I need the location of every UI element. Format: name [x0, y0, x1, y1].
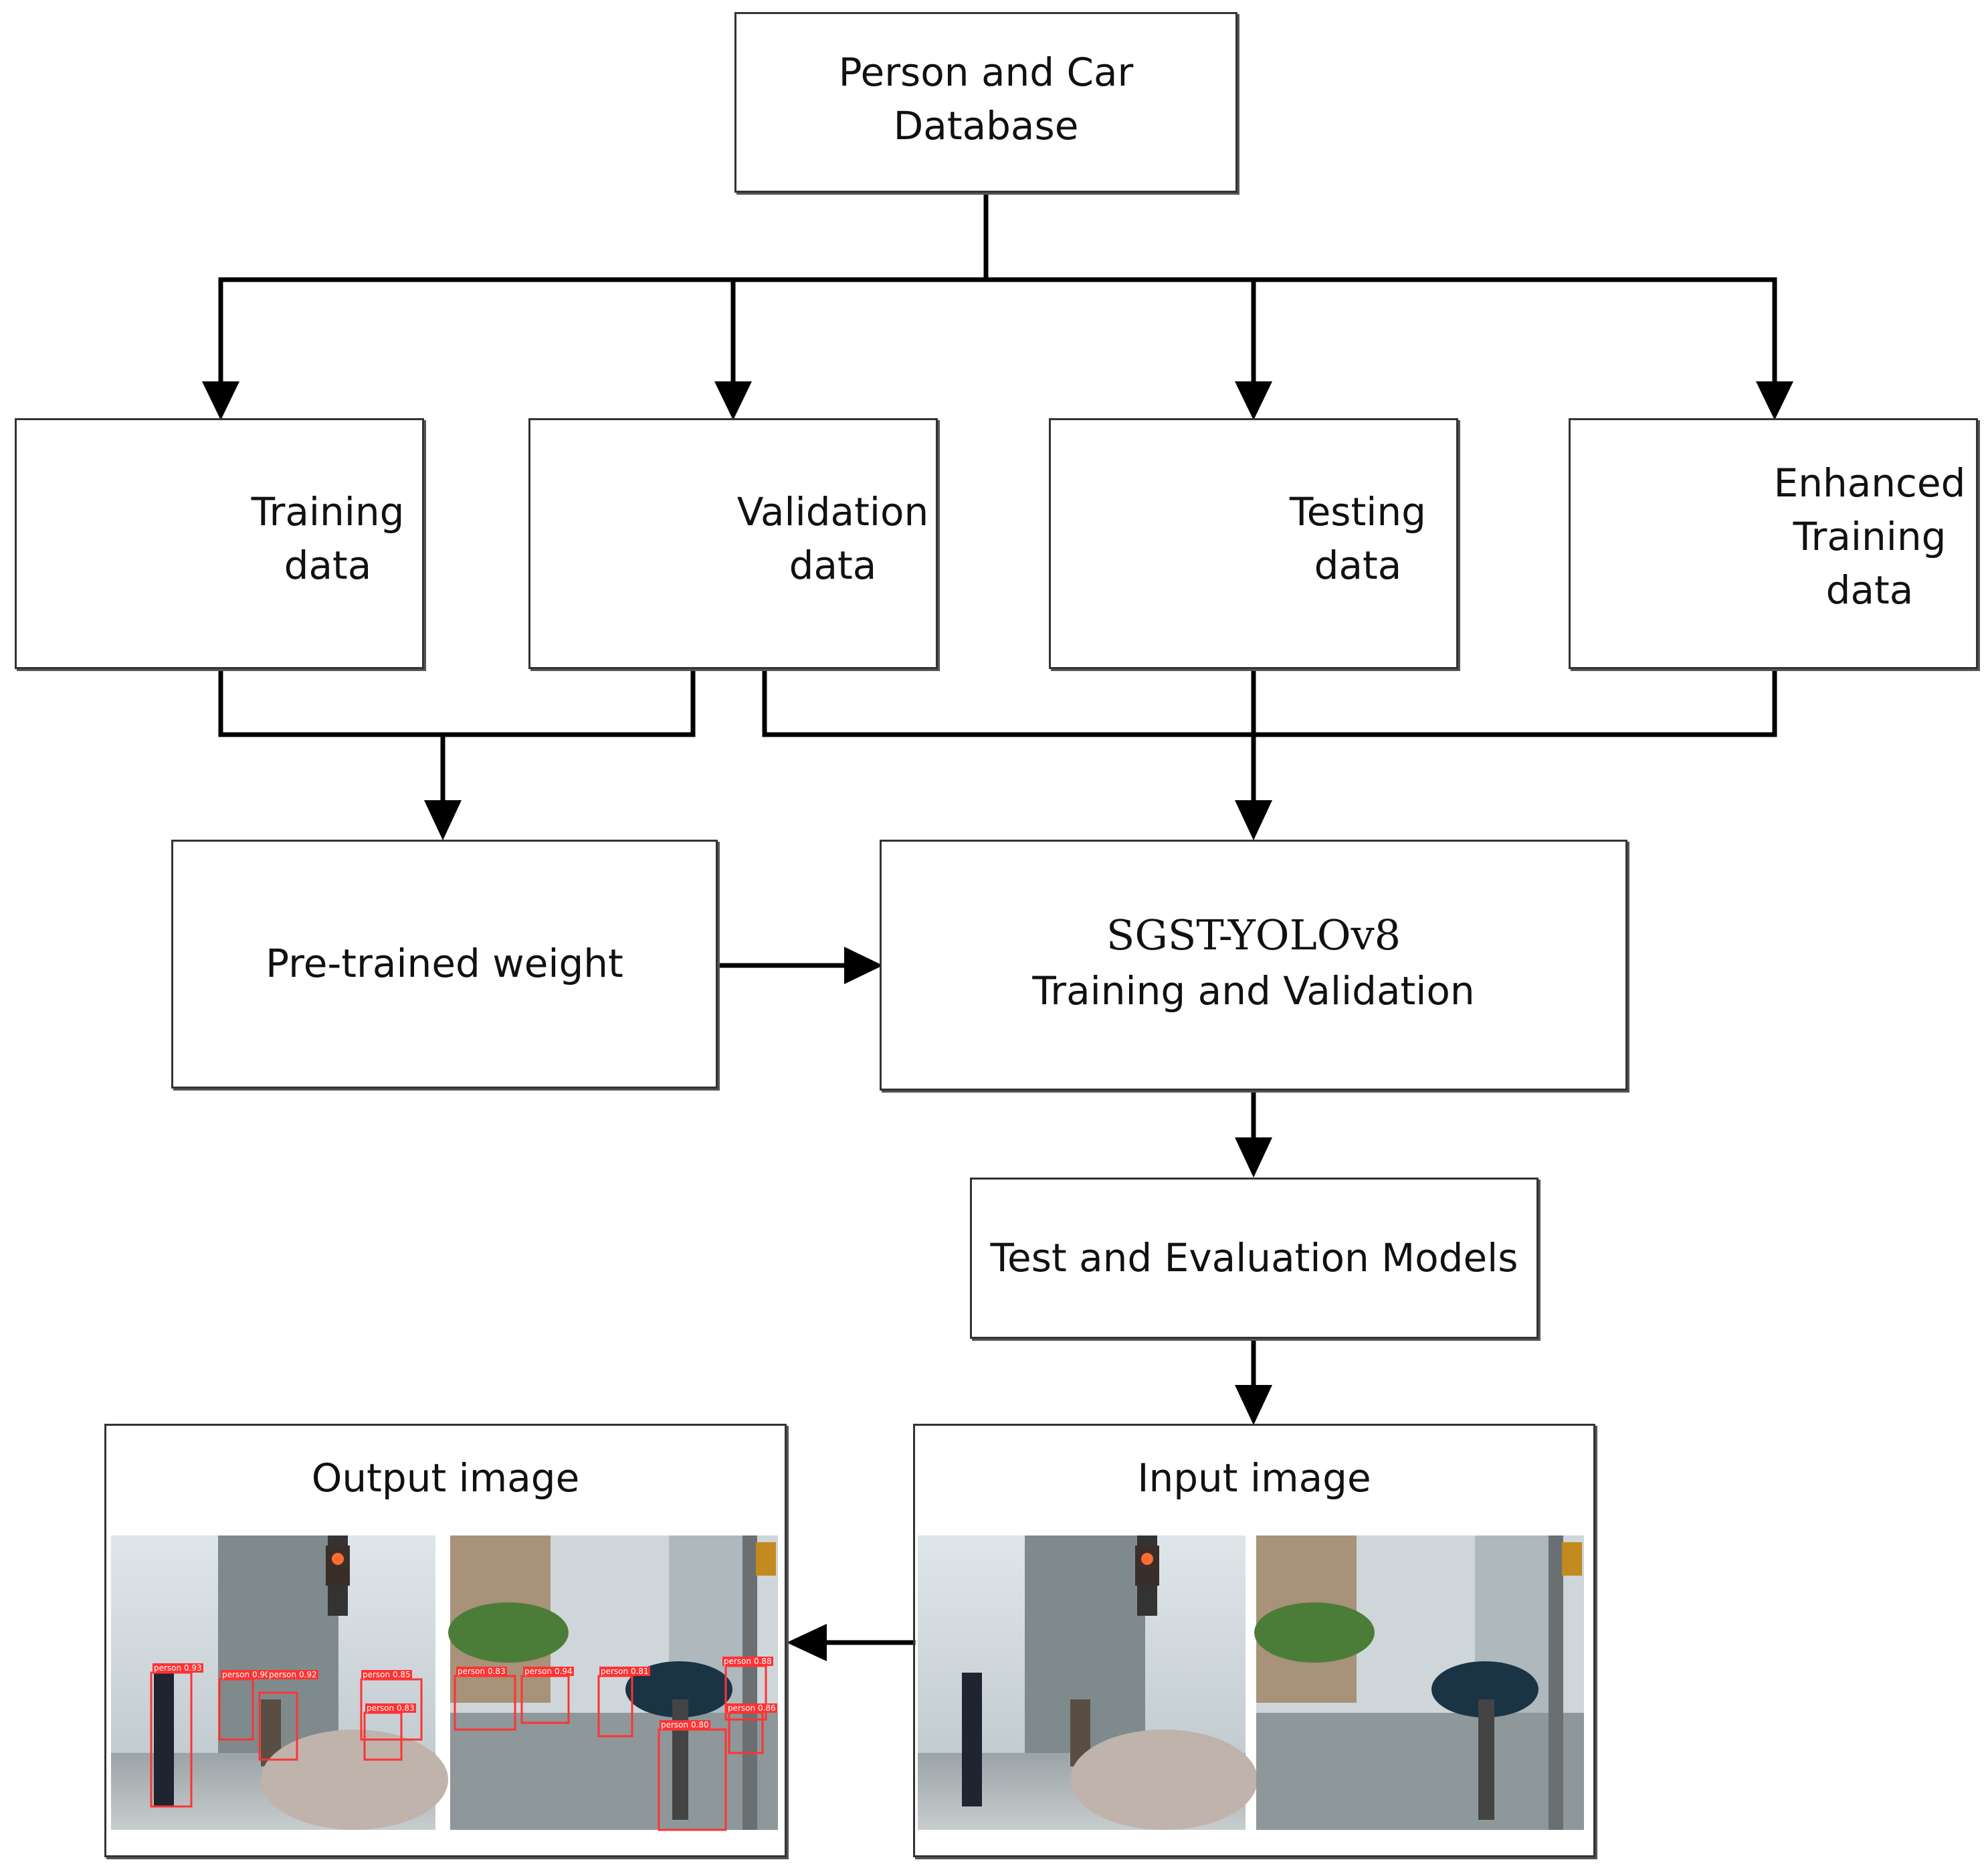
- input-image-caption: Input image: [1137, 1455, 1371, 1501]
- detection-box: [658, 1728, 727, 1831]
- enhanced-training-data-box: [1569, 418, 1978, 669]
- detection-label: person 0.83: [365, 1703, 416, 1713]
- training-data-label-line-2: data: [284, 543, 372, 589]
- detection-box: [728, 1711, 764, 1754]
- database-label: Person and Car Database: [734, 45, 1237, 153]
- database-label-line-2: Database: [893, 103, 1079, 149]
- database-label-line-1: Person and Car: [838, 50, 1134, 95]
- arrowhead-sgst-left: [844, 947, 883, 984]
- detection-label: person 0.88: [722, 1657, 773, 1666]
- training-data-box: [15, 418, 424, 669]
- detection-box: [724, 1665, 767, 1721]
- test-evaluation-box: [970, 1178, 1538, 1339]
- arrowhead-testing: [1235, 381, 1272, 420]
- detection-box: [258, 1691, 298, 1761]
- detection-label: person 0.90: [221, 1670, 272, 1679]
- detection-boxes: [150, 1665, 767, 1831]
- connectors: [218, 190, 1777, 1645]
- enhanced-training-data-label-line-1: Enhanced: [1773, 460, 1966, 506]
- detection-label: person 0.85: [361, 1670, 412, 1679]
- arrowhead-test-eval: [1235, 1137, 1272, 1178]
- input-image-box: [913, 1424, 1595, 1857]
- validation-data-label-line-1: Validation: [736, 489, 929, 535]
- arrowhead-sgst-top: [1235, 800, 1272, 840]
- validation-data-box: [528, 418, 938, 669]
- sgst-yolov8-label: SGST-YOLOv8 Training and Validation: [880, 907, 1627, 1018]
- pretrained-weight-label: Pre-trained weight: [266, 941, 623, 986]
- detection-label: person 0.93: [153, 1663, 203, 1673]
- detection-label: person 0.80: [660, 1720, 710, 1730]
- enhanced-training-data-label-line-2: Training: [1793, 514, 1947, 560]
- validation-data-label-line-2: data: [789, 543, 877, 589]
- detection-box: [218, 1678, 254, 1741]
- sgst-yolov8-box: [880, 840, 1627, 1091]
- testing-data-box: [1049, 418, 1458, 669]
- enhanced-training-data-label: Enhanced Training data: [1769, 456, 1970, 617]
- database-box: [734, 12, 1237, 193]
- testing-data-label: Testing data: [1264, 485, 1452, 592]
- detection-label: person 0.81: [599, 1667, 650, 1676]
- training-data-label: Training data: [237, 485, 418, 592]
- detection-box: [363, 1711, 403, 1761]
- output-image-caption: Output image: [311, 1455, 580, 1501]
- detection-box: [520, 1675, 570, 1724]
- arrowheads: [202, 381, 1793, 1661]
- detection-label: person 0.83: [456, 1667, 507, 1676]
- output-image-box: [104, 1424, 787, 1857]
- input-photo-left: [918, 1535, 1258, 1830]
- detection-box: [360, 1678, 423, 1741]
- enhanced-training-data-label-line-3: data: [1825, 567, 1914, 614]
- validation-data-label: Validation data: [732, 485, 933, 592]
- detection-box: [150, 1671, 193, 1808]
- training-data-label-line-1: Training: [251, 489, 405, 535]
- testing-data-label-line-2: data: [1314, 543, 1402, 589]
- testing-data-label-line-1: Testing: [1290, 489, 1426, 535]
- sgst-yolov8-subtitle: Training and Validation: [1032, 967, 1475, 1014]
- input-photo-right: [1254, 1535, 1584, 1830]
- test-evaluation-label: Test and Evaluation Models: [990, 1235, 1518, 1281]
- detection-box: [597, 1675, 633, 1738]
- arrowhead-enhanced: [1756, 381, 1793, 420]
- pretrained-weight-box: [171, 840, 718, 1089]
- arrowhead-training: [202, 381, 239, 420]
- detection-label: person 0.92: [268, 1670, 318, 1679]
- detection-box: [454, 1675, 516, 1731]
- arrowhead-pretrained: [424, 800, 462, 840]
- detection-label: person 0.86: [726, 1703, 777, 1713]
- arrowhead-input: [1235, 1385, 1272, 1425]
- arrowhead-validation: [714, 381, 752, 420]
- arrowhead-output: [787, 1624, 827, 1661]
- detection-label: person 0.94: [523, 1667, 574, 1676]
- sgst-yolov8-title: SGST-YOLOv8: [1106, 911, 1401, 959]
